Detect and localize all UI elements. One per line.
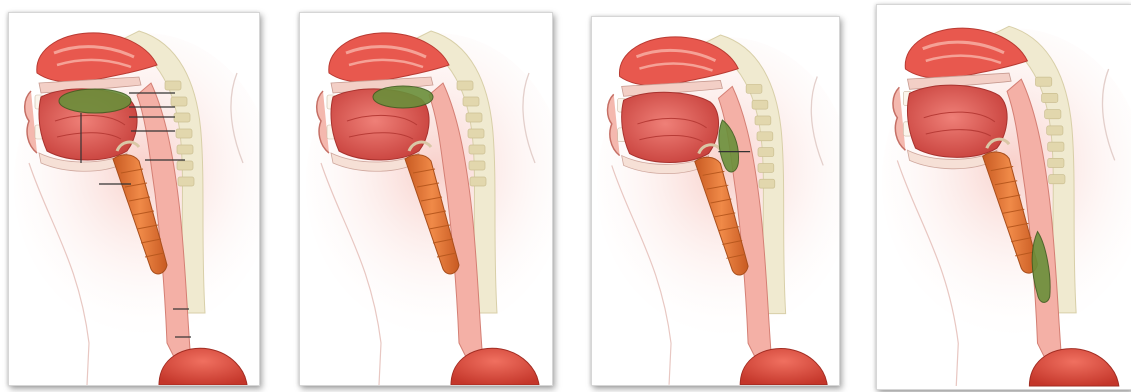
food-bolus xyxy=(373,86,433,108)
swallow-stage-1-drawing xyxy=(9,13,259,385)
swallow-stage-2-panel xyxy=(299,12,553,386)
food-bolus xyxy=(59,89,131,113)
swallow-stage-1-panel xyxy=(8,12,260,386)
swallow-stage-3-panel xyxy=(591,16,840,386)
swallow-stage-4-panel xyxy=(876,4,1131,390)
swallow-stage-3-drawing xyxy=(592,17,839,385)
swallow-stage-4-drawing xyxy=(877,5,1131,389)
swallow-stage-2-drawing xyxy=(300,13,552,385)
